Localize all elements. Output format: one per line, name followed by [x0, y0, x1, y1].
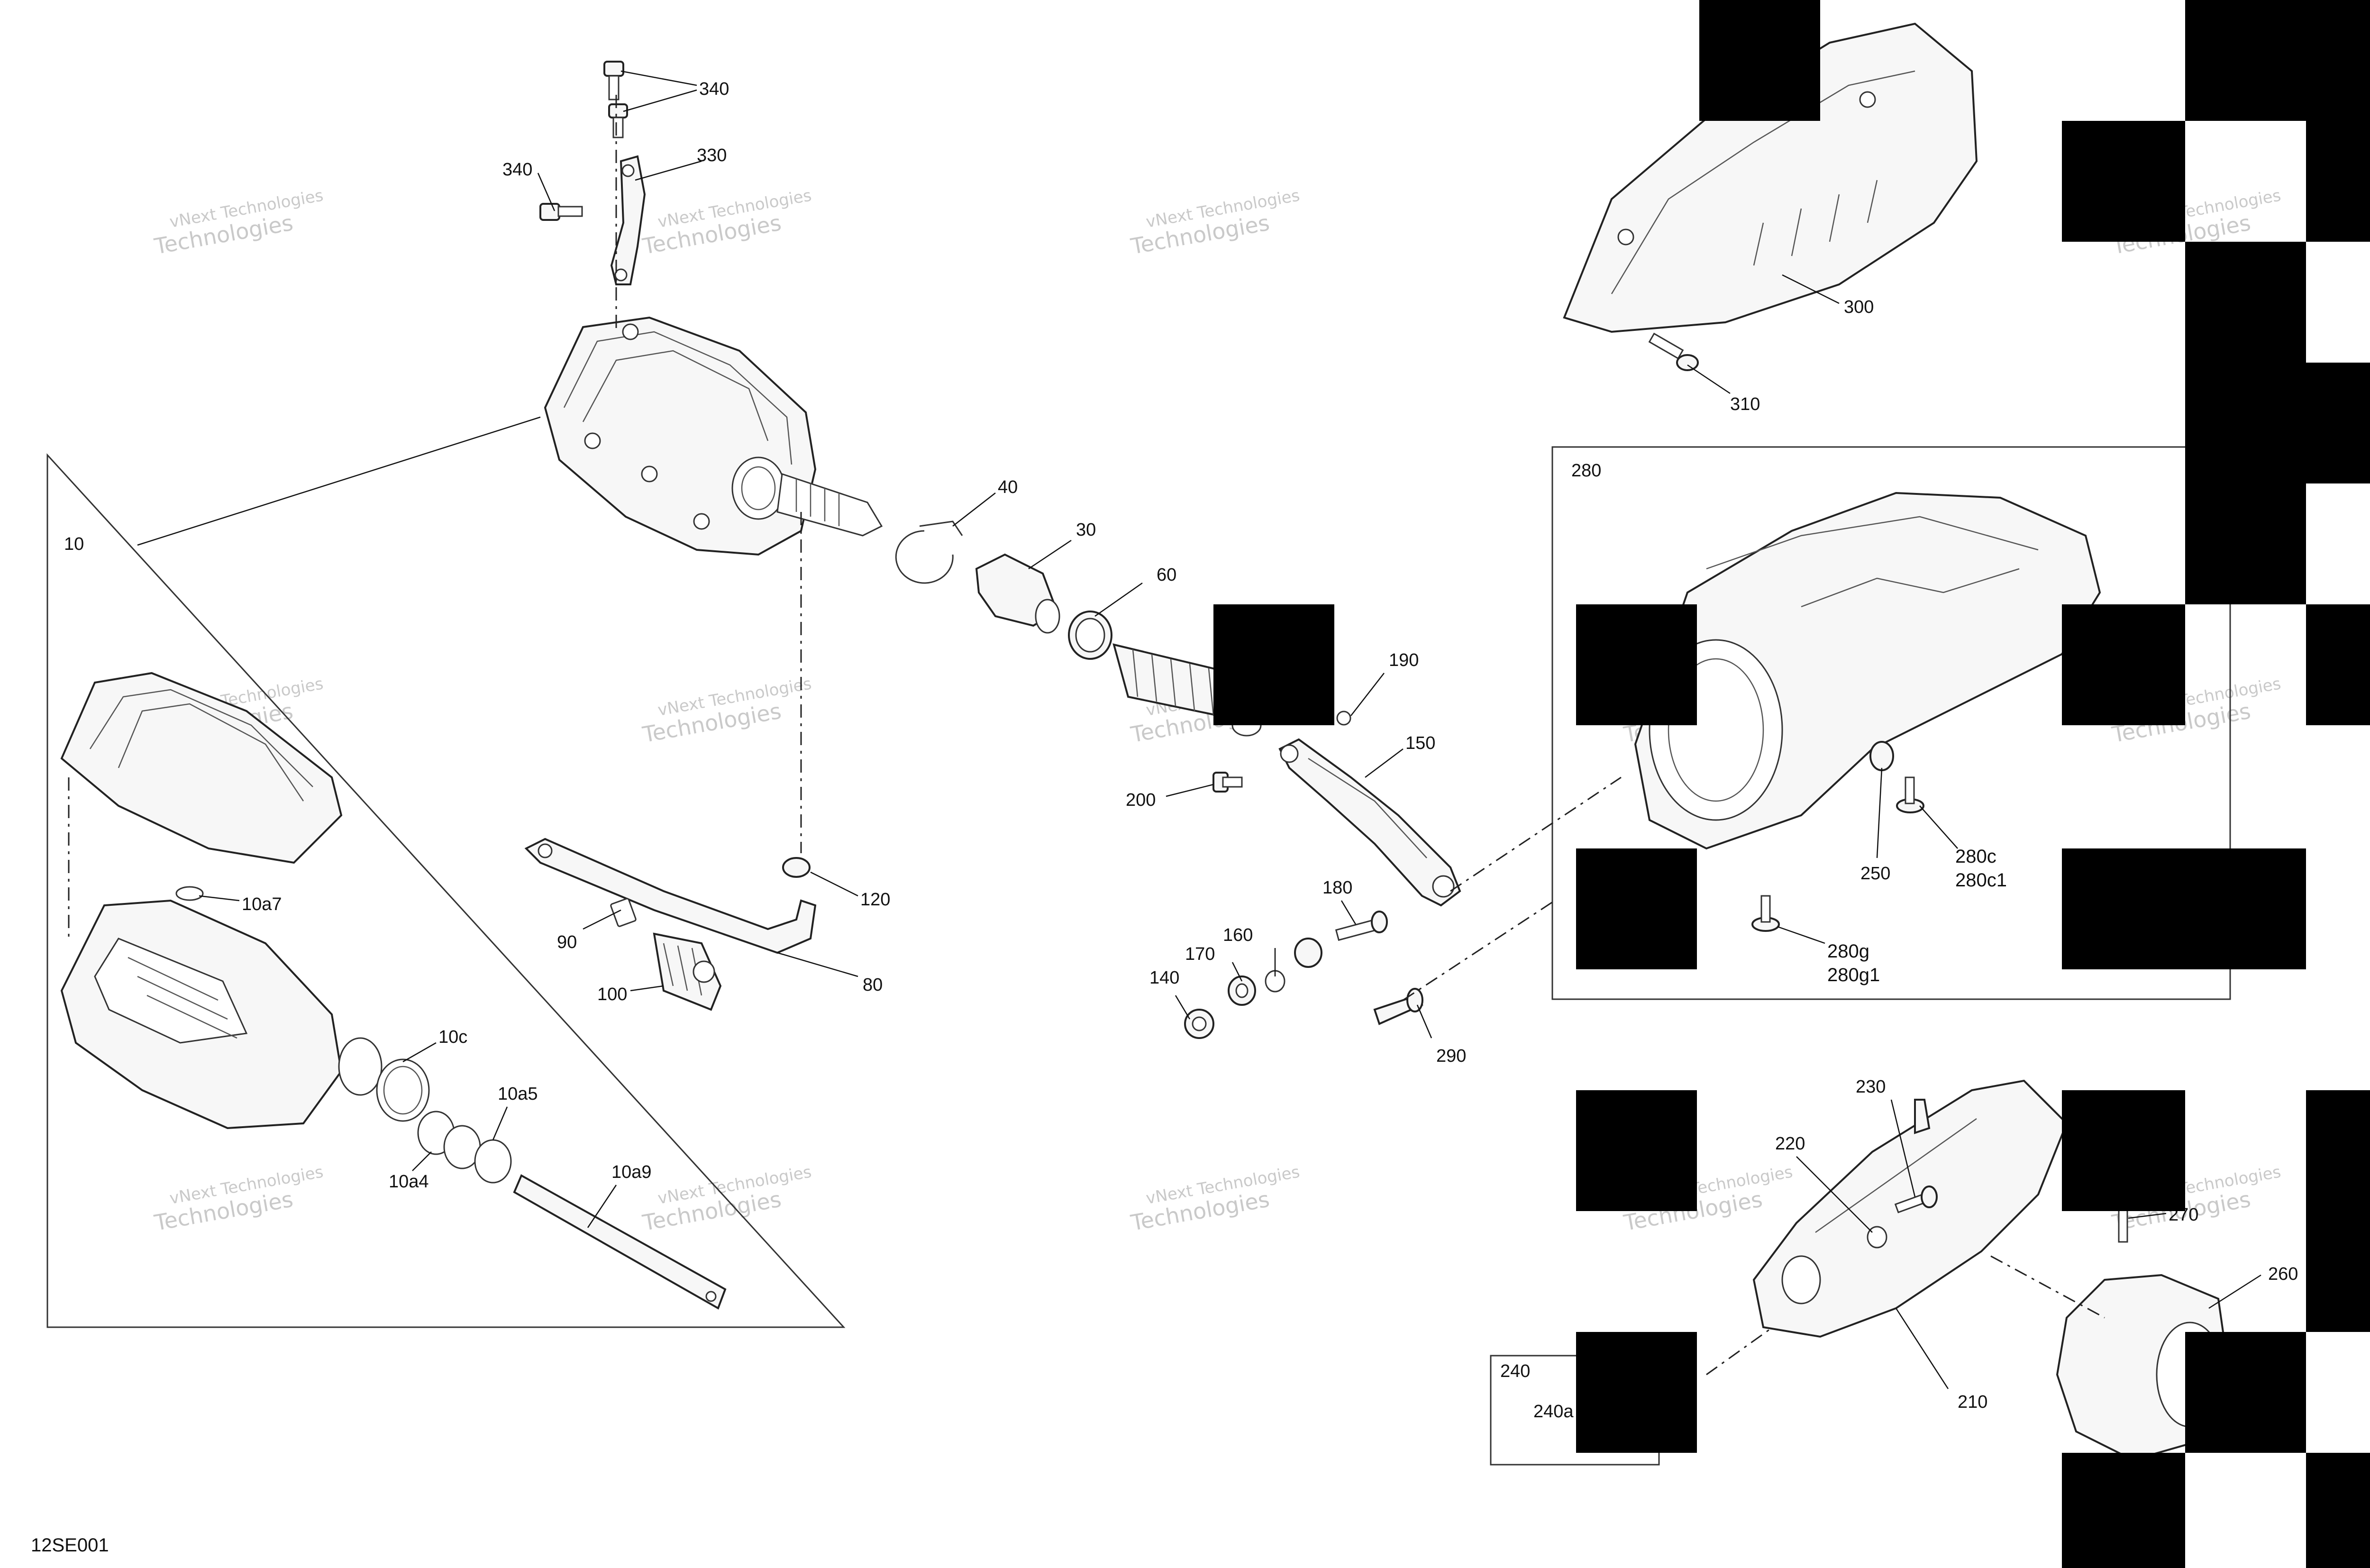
clip-40: [895, 520, 963, 584]
housing-cover-exploded: [60, 672, 343, 864]
heat-shield-300: [1563, 22, 1978, 333]
callout-label: 100: [597, 985, 627, 1004]
bushing-160: [1265, 938, 1322, 993]
callout-labels: 340 340 330 10 40 30 60 190 150 200 120 …: [64, 79, 2298, 1422]
axis-link: [1450, 776, 1622, 892]
bolt-230: [1894, 1185, 1938, 1213]
axis-elbow: [1990, 1255, 2105, 1319]
exhaust-housing-280: [1634, 492, 2101, 850]
callout-label: 210: [1958, 1392, 1987, 1412]
callout-label: 240a: [1533, 1402, 1574, 1422]
callout-label: 40: [998, 477, 1018, 497]
callout-label: 310: [1730, 394, 1760, 414]
callout-label: 30: [1076, 520, 1096, 540]
oring-10a4: [417, 1111, 481, 1169]
callout-label: 10: [64, 534, 84, 554]
callout-label: 90: [557, 932, 577, 952]
link-arm-150: [1278, 738, 1461, 907]
bolt-280g: [1751, 895, 1780, 932]
callout-label: 290: [1436, 1046, 1466, 1066]
assembly-10-frame: [46, 416, 846, 1328]
nut-30: [975, 553, 1060, 634]
callout-label: 300: [1844, 297, 1874, 317]
callout-label: 10a5: [498, 1084, 538, 1104]
callout-label: 160: [1223, 925, 1253, 945]
bolt-340-left: [539, 203, 583, 221]
housing-base-exploded: [60, 899, 383, 1130]
bolt-280c: [1896, 776, 1924, 813]
bolt-270: [2118, 1208, 2128, 1243]
callout-label: 150: [1405, 733, 1435, 753]
washer-170: [1228, 975, 1256, 1006]
callout-label: 10a9: [611, 1162, 652, 1182]
spring-90: [610, 898, 637, 927]
bolt-340-top: [603, 61, 624, 100]
callout-label: 80: [863, 975, 883, 995]
axis-bracket: [1706, 1326, 1773, 1376]
stud-290: [1373, 988, 1423, 1025]
callout-label: 280g1: [1827, 965, 1880, 985]
callout-label: 260: [2268, 1264, 2298, 1284]
bolt-340-mid: [608, 103, 628, 138]
callout-label: 280g: [1827, 941, 1869, 962]
callout-label: 230: [1856, 1077, 1886, 1097]
shaft-10a9: [513, 1174, 727, 1310]
callout-label: 280c: [1955, 846, 1996, 867]
callout-label: 220: [1775, 1134, 1805, 1154]
diagram-id-label: 12SE001: [31, 1535, 109, 1556]
ring-60: [1068, 611, 1112, 660]
shift-lever: [610, 155, 646, 285]
callout-label: 10a4: [389, 1172, 429, 1192]
boot-100: [653, 932, 722, 1011]
callout-label: 330: [697, 146, 727, 165]
callout-label: 10c: [438, 1027, 467, 1047]
callout-label: 60: [1157, 565, 1176, 585]
bolt-180: [1335, 911, 1388, 941]
callout-label: 10a7: [242, 894, 282, 914]
callout-label: 120: [860, 890, 890, 910]
cable-80: [524, 838, 817, 954]
callout-label: 340: [699, 79, 729, 99]
callout-label: 240: [1500, 1361, 1530, 1381]
callout-label: 280: [1571, 461, 1601, 481]
callout-label: 250: [1860, 864, 1890, 884]
leader-lines: [199, 70, 2261, 1389]
bolt-250: [1869, 741, 1894, 771]
nut-140: [1184, 1009, 1214, 1039]
oring-10a5: [474, 1139, 512, 1184]
callout-label: 200: [1126, 790, 1156, 810]
gear-housing-assembly: [544, 316, 883, 556]
axis-hardware: [1403, 900, 1555, 1001]
callout-label: 340: [502, 160, 532, 180]
callout-label: 140: [1149, 968, 1179, 988]
assembly-280-frame: [1551, 446, 2231, 1000]
redaction-blocks: [1213, 0, 2370, 1568]
bolt-190: [1336, 711, 1351, 726]
callout-label: 280c1: [1955, 870, 2007, 891]
callout-label: 170: [1185, 944, 1215, 964]
clamp-120: [782, 857, 811, 878]
bolt-200: [1212, 772, 1243, 793]
callout-label: 180: [1322, 878, 1352, 898]
bolt-310: [1648, 332, 1699, 371]
seal-10c: [376, 1058, 430, 1122]
callout-label: 190: [1389, 650, 1419, 670]
oring-10a7: [175, 886, 204, 901]
